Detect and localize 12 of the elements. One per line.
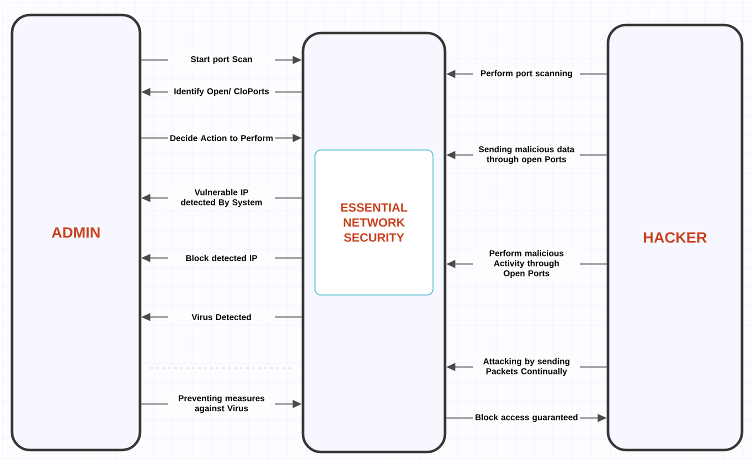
actor-box: ADMIN (10, 14, 142, 452)
edge-label: Preventing measures against Virus (168, 394, 275, 414)
edge-label: Sending malicious data through open Ports (473, 144, 580, 166)
edge-label: Start port Scan (168, 54, 275, 66)
edge-label: Identify Open/ CloPorts (168, 86, 275, 98)
actor-box: HACKER (606, 24, 744, 452)
edge-label: Block access guaranteed (473, 412, 580, 424)
edge-label: Vulnerable IP detected By System (168, 188, 275, 208)
edge-label: Perform malicious Activity through Open Ports (473, 248, 580, 280)
edge-label: Attacking by sending Packets Continually (473, 356, 580, 378)
edge-label: Perform port scanning (473, 68, 580, 80)
security-box: ESSENTIAL NETWORK SECURITY (314, 150, 434, 296)
